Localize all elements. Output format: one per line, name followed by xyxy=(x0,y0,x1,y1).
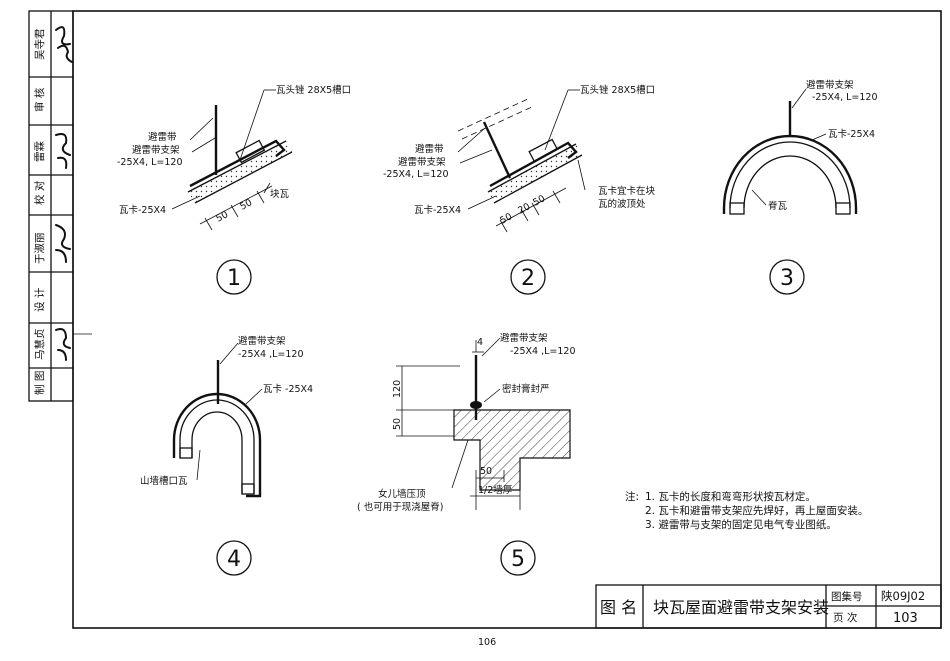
detail-4-number: 4 xyxy=(227,547,241,572)
d4-support-label: 避雷带支架 xyxy=(238,335,286,347)
detail-1: 瓦头锉 28X5槽口 避雷带 避雷带支架 -25X4, L=120 瓦卡-25X… xyxy=(117,84,351,295)
panel-row-1-text: 吴寺君 xyxy=(34,29,46,61)
d4-support-spec: -25X4 ,L=120 xyxy=(238,349,304,360)
signature-panel: 吴寺君 审 核 雷霖 校 对 于淑丽 设 计 马慧贞 制 图 xyxy=(28,10,92,402)
signature-4 xyxy=(55,328,71,361)
d2-note-line1: 瓦卡宜卡在块 xyxy=(598,185,656,197)
detail-2-number: 2 xyxy=(521,266,535,291)
d1-tile-head-label: 瓦头锉 28X5槽口 xyxy=(276,84,351,96)
d5-half-wall-label: 1/2墙厚 xyxy=(478,484,513,496)
set-number-label: 图集号 xyxy=(831,590,863,603)
d1-dim-b: 50 xyxy=(238,197,254,212)
d1-clip-label: 瓦卡-25X4 xyxy=(119,204,166,216)
title-name-label: 图 名 xyxy=(600,598,637,617)
d2-lightning-belt-label: 避雷带 xyxy=(415,143,444,155)
detail-5-number: 5 xyxy=(511,547,525,572)
page-value: 103 xyxy=(893,611,918,626)
detail-4: 避雷带支架 -25X4 ,L=120 瓦卡 -25X4 山墙槽口瓦 4 xyxy=(140,335,313,576)
detail-2: 瓦头锉 28X5槽口 避雷带 避雷带支架 -25X4, L=120 瓦卡-25X… xyxy=(383,84,656,295)
d5-dim-top: 4 xyxy=(477,337,483,348)
panel-row-2-text: 审 核 xyxy=(33,87,46,112)
notes-prefix: 注: xyxy=(625,490,639,503)
d1-dim-a: 50 xyxy=(214,209,230,224)
d5-support-spec: -25X4 ,L=120 xyxy=(510,346,576,357)
d2-support-spec: -25X4, L=120 xyxy=(383,169,449,180)
d4-clip-label: 瓦卡 -25X4 xyxy=(263,383,313,395)
d5-dim-50h: 50 xyxy=(480,466,492,477)
signature-2 xyxy=(55,133,71,169)
d2-tile-head-label: 瓦头锉 28X5槽口 xyxy=(580,84,655,96)
d5-dim-120: 120 xyxy=(392,380,403,398)
d5-dim-50v: 50 xyxy=(392,418,403,430)
panel-row-4-text: 校 对 xyxy=(33,180,46,205)
d1-support-spec: -25X4, L=120 xyxy=(117,157,183,168)
page-label: 页 次 xyxy=(833,611,858,624)
d1-lightning-belt-label: 避雷带 xyxy=(148,131,177,143)
footer-page-number: 106 xyxy=(478,637,496,648)
d4-gable-tile-label: 山墙槽口瓦 xyxy=(140,475,188,487)
d3-ridge-tile-label: 脊瓦 xyxy=(768,200,788,212)
d3-support-spec: -25X4, L=120 xyxy=(812,92,878,103)
detail-1-number: 1 xyxy=(227,266,241,291)
detail-5: 避雷带支架 -25X4 ,L=120 密封膏封严 4 120 50 50 1/2… xyxy=(357,332,576,576)
panel-row-3-text: 雷霖 xyxy=(34,141,46,162)
panel-row-6-text: 设 计 xyxy=(33,287,46,312)
note-3: 3. 避雷带与支架的固定见电气专业图纸。 xyxy=(645,518,837,531)
panel-row-8-text: 制 图 xyxy=(33,371,46,395)
d2-dim-c: 50 xyxy=(531,193,547,208)
title-block: 图 名 块瓦屋面避雷带支架安装 图集号 陕09J02 页 次 103 xyxy=(595,584,942,629)
d2-note-line2: 瓦的波顶处 xyxy=(598,198,646,210)
panel-row-5-text: 于淑丽 xyxy=(33,233,46,265)
set-number-value: 陕09J02 xyxy=(881,589,925,603)
d3-clip-label: 瓦卡-25X4 xyxy=(828,128,875,140)
d2-dim-a: 50 xyxy=(498,211,514,226)
d1-block-tile-label: 块瓦 xyxy=(270,188,290,200)
notes: 注: 1. 瓦卡的长度和弯弯形状按瓦材定。 2. 瓦卡和避雷带支架应先焊好，再上… xyxy=(625,490,868,531)
note-1: 1. 瓦卡的长度和弯弯形状按瓦材定。 xyxy=(645,490,816,503)
d3-support-label: 避雷带支架 xyxy=(806,79,854,91)
d5-parapet-line1: 女儿墙压顶 xyxy=(378,488,426,500)
note-2: 2. 瓦卡和避雷带支架应先焊好，再上屋面安装。 xyxy=(645,504,868,517)
drawing-title: 块瓦屋面避雷带支架安装 xyxy=(653,598,829,617)
d2-clip-label: 瓦卡-25X4 xyxy=(414,204,461,216)
d5-support-label: 避雷带支架 xyxy=(500,332,548,344)
detail-3: 避雷带支架 -25X4, L=120 瓦卡-25X4 脊瓦 3 xyxy=(722,79,878,295)
d5-parapet-line2: ( 也可用于现浇屋脊) xyxy=(357,501,443,513)
detail-3-number: 3 xyxy=(780,266,794,291)
sheet-border xyxy=(72,10,942,629)
d2-dim-b: 20 xyxy=(516,201,532,216)
d5-sealant-label: 密封膏封严 xyxy=(502,383,550,395)
signature-3 xyxy=(55,224,71,263)
panel-row-7-text: 马慧贞 xyxy=(33,329,46,361)
d1-support-label: 避雷带支架 xyxy=(132,144,180,156)
d2-support-label: 避雷带支架 xyxy=(398,156,446,168)
signature-1 xyxy=(55,26,73,63)
